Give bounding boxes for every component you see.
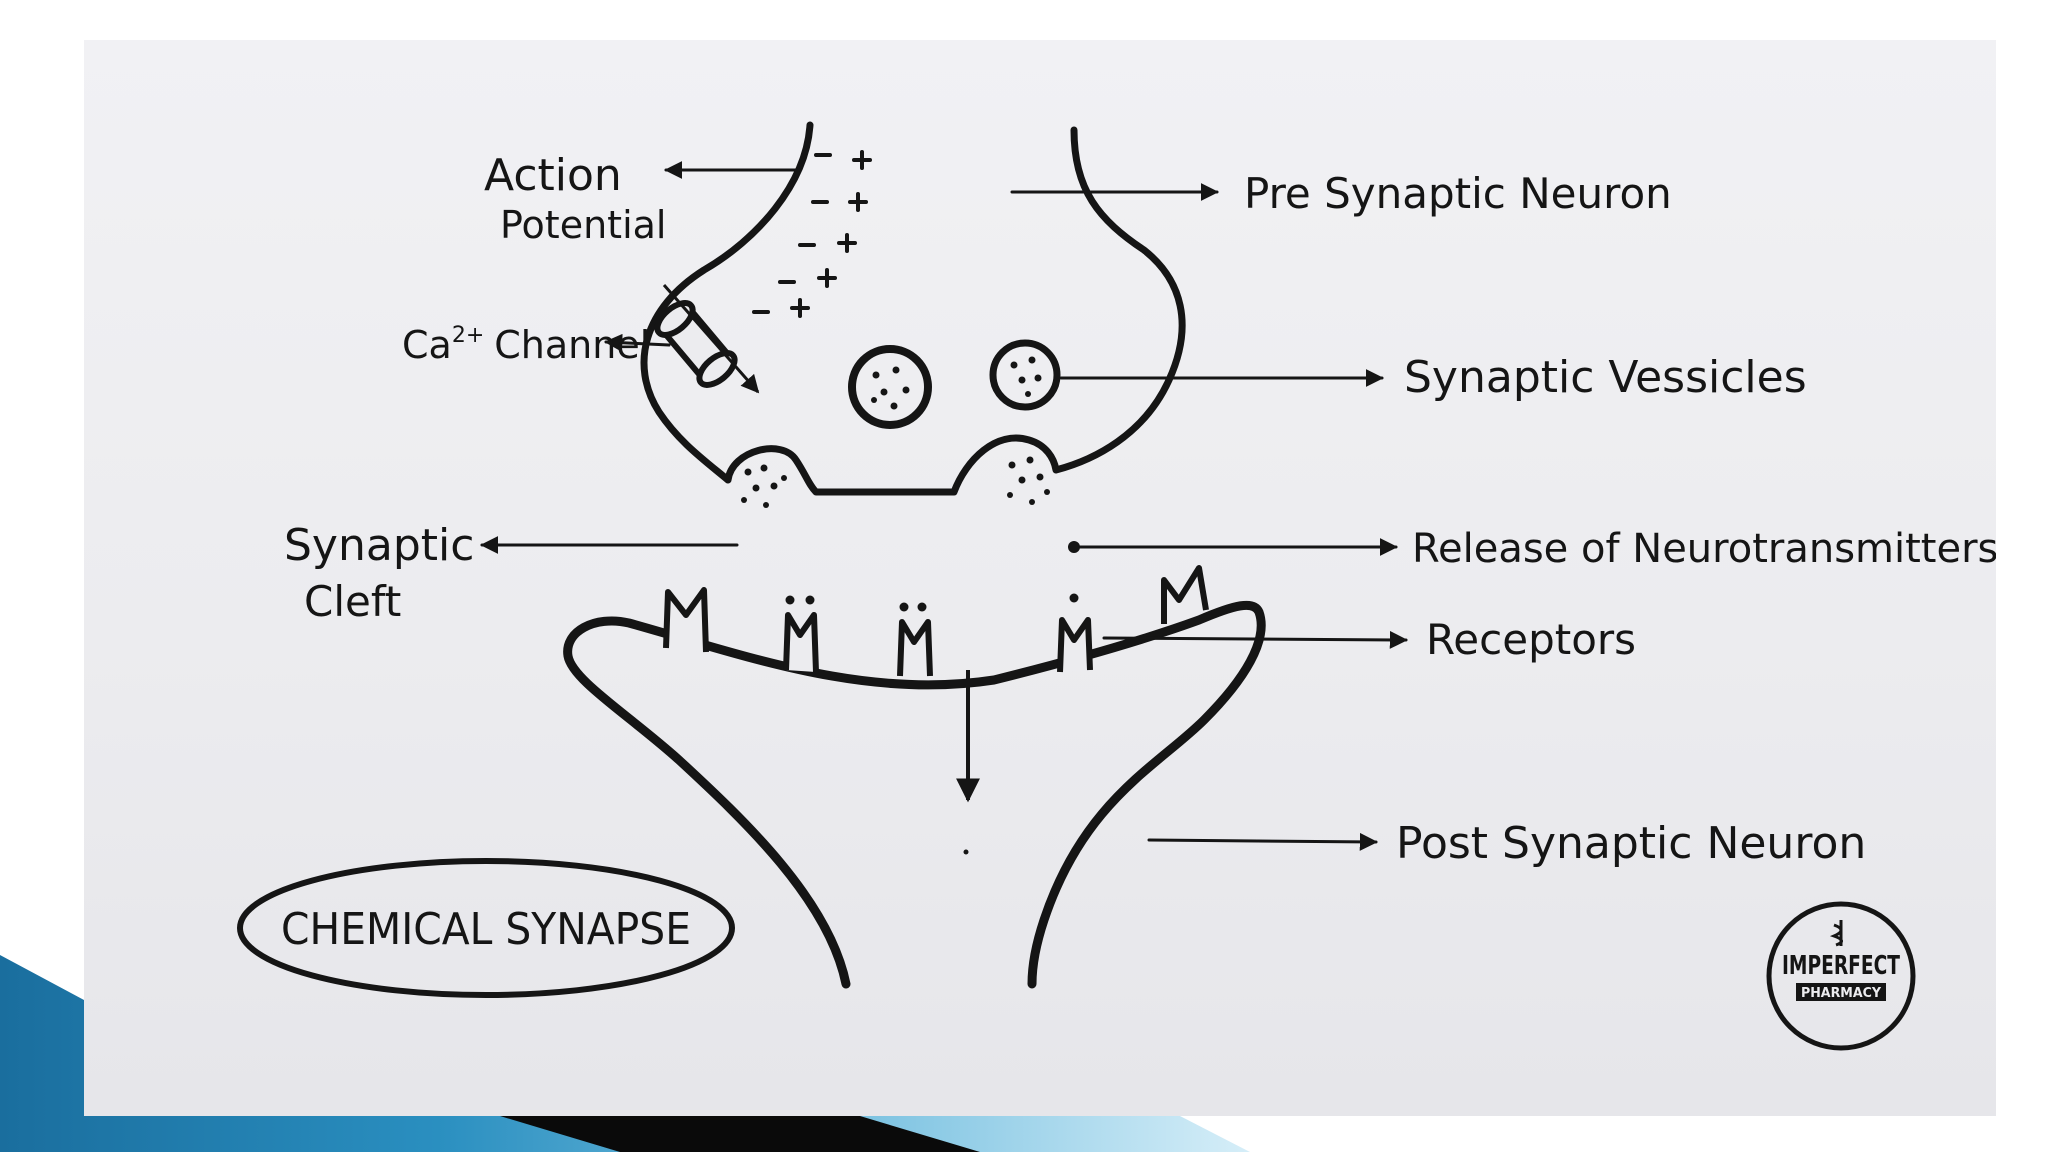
fusing-vesicle-left <box>741 464 787 508</box>
label-post-synaptic-neuron: Post Synaptic Neuron <box>1396 818 1866 869</box>
label-receptors: Receptors <box>1426 615 1636 664</box>
fusing-vesicle-right <box>1007 456 1050 505</box>
arrow-receptors <box>1102 630 1408 649</box>
receptors <box>663 565 1209 677</box>
bound-neurotransmitters <box>785 593 1079 612</box>
membrane-charges <box>752 150 872 318</box>
diagram-title: CHEMICAL SYNAPSE <box>281 904 691 955</box>
presynaptic-neuron-outline <box>640 121 1186 496</box>
receptor <box>1161 565 1209 624</box>
receptor <box>783 612 819 673</box>
arrow-ca-channel <box>604 333 671 352</box>
ca-influx-arrow <box>662 284 760 394</box>
synaptic-vesicle-2 <box>989 339 1061 411</box>
arrow-post-synaptic-neuron <box>1147 832 1378 851</box>
receptor <box>663 587 709 653</box>
postsynaptic-neuron-outline <box>563 600 1266 989</box>
slide-accent-blue <box>0 955 1250 1152</box>
slide-accent-dark <box>500 1116 980 1152</box>
label-release-neurotransmitters: Release of Neurotransmitters <box>1412 526 1996 572</box>
label-synaptic-cleft-2: Cleft <box>304 577 401 626</box>
logo-line2: PHARMACY <box>1801 986 1882 1001</box>
logo-line1: IMPERFECT <box>1782 951 1900 981</box>
diagram-photo: Action Potential Ca2+Channel Pre Synapti… <box>84 40 1996 1116</box>
title-badge: CHEMICAL SYNAPSE <box>237 858 735 998</box>
chemical-synapse-diagram: Action Potential Ca2+Channel Pre Synapti… <box>237 121 1996 1051</box>
ca-channel <box>654 300 738 388</box>
caduceus-icon <box>1829 920 1843 947</box>
label-pre-synaptic-neuron: Pre Synaptic Neuron <box>1244 169 1672 218</box>
label-synaptic-vesicles: Synaptic Vessicles <box>1404 352 1807 403</box>
imperfect-pharmacy-logo: IMPERFECT PHARMACY <box>1766 901 1916 1051</box>
receptor <box>897 619 933 677</box>
label-synaptic-cleft-1: Synaptic <box>284 520 474 571</box>
label-action-potential-2: Potential <box>500 203 666 247</box>
synaptic-vesicle-1 <box>848 345 932 429</box>
label-ca-channel: Ca2+Channel <box>402 323 650 367</box>
label-action-potential-1: Action <box>484 150 622 201</box>
receptor <box>1057 617 1093 673</box>
